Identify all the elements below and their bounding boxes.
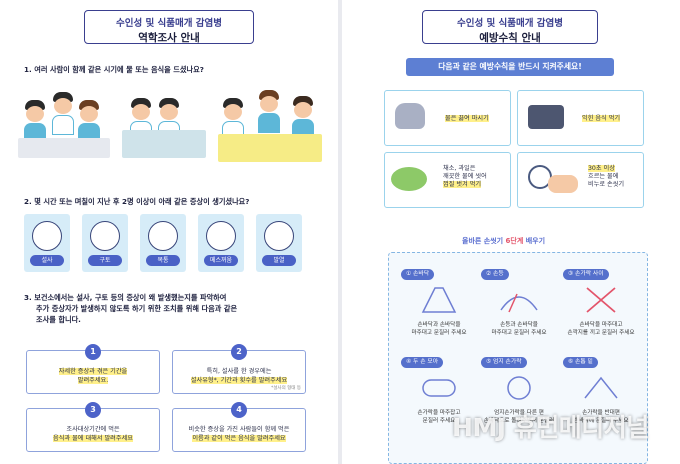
rule-boil-water: 물은 끓여 마시기: [384, 90, 511, 146]
question-1: 1. 여러 사람이 함께 같은 시기에 물 또는 음식을 드셨나요?: [24, 65, 204, 74]
left-title-line1: 수인성 및 식품매개 감염병: [115, 18, 223, 29]
fingertip-rub-icon: [584, 376, 618, 399]
symptom-diarrhea: 설사: [24, 214, 70, 272]
rule-label: 물은 끓여 마시기: [445, 115, 489, 122]
person-illustration: [292, 96, 314, 139]
left-title-box: 수인성 및 식품매개 감염병 역학조사 안내: [84, 10, 254, 44]
person-illustration: [78, 100, 100, 143]
rule-cooked-food: 익힌 음식 먹기: [517, 90, 644, 146]
right-title-line2: 예방수칙 안내: [479, 32, 541, 44]
vegetables-icon: [391, 167, 427, 191]
fever-face-icon: [264, 221, 294, 251]
hand-rub-icon: [421, 287, 457, 313]
step-number: 3: [85, 402, 101, 418]
vomit-face-icon: [90, 221, 120, 251]
person-illustration: [258, 90, 280, 133]
wash-step-tag: ② 손등: [481, 269, 509, 280]
symptom-label: 설사: [30, 255, 64, 266]
symptom-label: 발열: [262, 255, 296, 266]
nausea-face-icon: [206, 221, 236, 251]
hands-together-icon: [422, 379, 456, 397]
step-number: 2: [231, 344, 247, 360]
pot-icon: [528, 105, 564, 129]
wash-step-tag: ④ 두 손 모아: [401, 357, 444, 368]
person-illustration: [24, 100, 46, 143]
symptom-label: 구토: [88, 255, 122, 266]
fingers-interlace-icon: [586, 287, 616, 313]
prevention-banner: 다음과 같은 예방수칙을 반드시 지켜주세요!: [406, 58, 614, 76]
symptom-nausea: 메스꺼움: [198, 214, 244, 272]
hand-wash-title: 올바른 손씻기 6단계 배우기: [462, 237, 546, 245]
question-2: 2. 몇 시간 또는 며칠이 지난 후 2명 이상이 아래 같은 증상이 생기셨…: [24, 197, 250, 206]
right-title-line1: 수인성 및 식품매개 감염병: [456, 18, 564, 29]
left-title-line2: 역학조사 안내: [138, 32, 200, 44]
symptom-vomiting: 구토: [82, 214, 128, 272]
step-number: 4: [231, 402, 247, 418]
question-3-line3: 조사를 합니다.: [36, 315, 81, 324]
wash-step-tag: ⑤ 엄지 손가락: [481, 357, 527, 368]
scene-group-meal: [218, 86, 322, 178]
rule-label: 익힌 음식 먹기: [582, 115, 621, 122]
symptom-label: 복통: [146, 255, 180, 266]
symptom-label: 메스꺼움: [204, 255, 238, 266]
toilet-icon: [32, 221, 62, 251]
table-illustration: [122, 130, 206, 158]
right-title-box: 수인성 및 식품매개 감염병 예방수칙 안내: [422, 10, 598, 44]
person-illustration: [52, 92, 74, 135]
kettle-icon: [395, 103, 425, 129]
table-illustration: [218, 134, 322, 162]
question-3-line1: 3. 보건소에서는 설사, 구토 등의 증상이 왜 발생했는지를 파악하여: [24, 293, 227, 302]
wash-step-tag: ⑥ 손톱 밑: [563, 357, 598, 368]
step-number: 1: [85, 344, 101, 360]
wash-step-tag: ① 손바닥: [401, 269, 435, 280]
table-illustration: [18, 138, 110, 158]
scene-drinking: [18, 86, 110, 178]
scene-eating: [122, 86, 206, 178]
stomach-icon: [148, 221, 178, 251]
symptom-abdominal-pain: 복통: [140, 214, 186, 272]
symptom-fever: 발열: [256, 214, 302, 272]
hands-icon: [548, 175, 578, 193]
hand-back-icon: [500, 293, 538, 313]
wash-step-tag: ③ 손가락 사이: [563, 269, 609, 280]
left-page: 수인성 및 식품매개 감염병 역학조사 안내 1. 여러 사람이 함께 같은 시…: [0, 0, 338, 464]
thumb-rub-icon: [507, 376, 531, 400]
question-3-line2: 추가 증상자가 발생하지 않도록 하기 위한 조치를 위해 다음과 같은: [36, 304, 238, 313]
right-page: 수인성 및 식품매개 감염병 예방수칙 안내 다음과 같은 예방수칙을 반드시 …: [342, 0, 680, 464]
watermark-logo: HMJ 휴먼메디저널: [452, 413, 649, 442]
step-footnote: *설사의 형태 등: [271, 386, 301, 391]
